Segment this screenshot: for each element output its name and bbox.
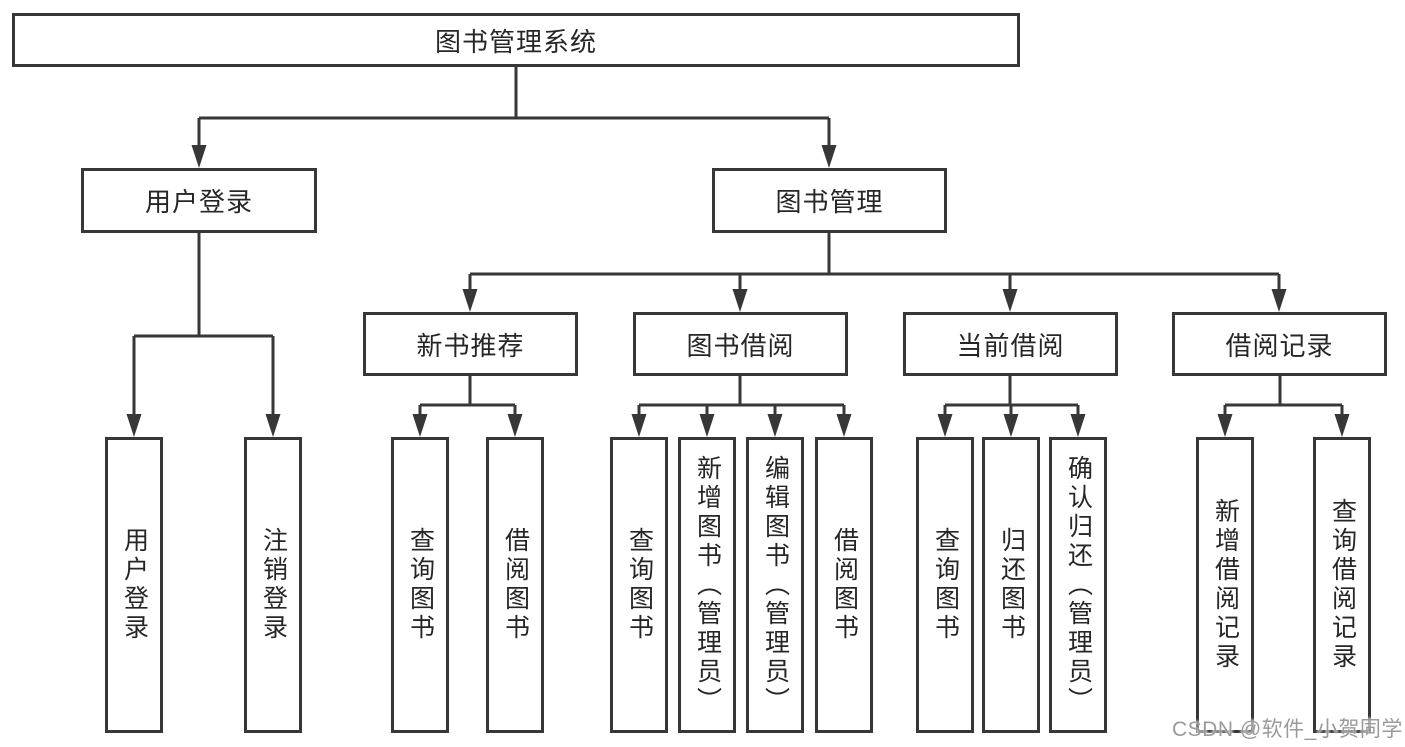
leaf-add-borrow-record: 新增借阅记录 bbox=[1196, 437, 1254, 733]
leaf-query-books-borrow: 查询图书 bbox=[610, 437, 668, 733]
leaf-query-books-newbook-label: 查询图书 bbox=[406, 527, 435, 643]
node-library-system-label: 图书管理系统 bbox=[434, 26, 597, 57]
leaf-borrow-books-newbook: 借阅图书 bbox=[486, 437, 544, 733]
leaf-query-borrow-record-label: 查询借阅记录 bbox=[1328, 498, 1357, 672]
leaf-borrow-books-newbook-label: 借阅图书 bbox=[501, 527, 530, 643]
node-current-borrow-label: 当前借阅 bbox=[956, 330, 1065, 361]
csdn-watermark: CSDN @软件_小贺同学 bbox=[1172, 718, 1403, 741]
leaf-query-books-current-label: 查询图书 bbox=[931, 527, 960, 643]
leaf-confirm-return-admin-label: 确认归还（管理员） bbox=[1064, 454, 1093, 716]
leaf-add-books-admin-label: 新增图书（管理员） bbox=[693, 454, 722, 716]
node-borrow-records-label: 借阅记录 bbox=[1225, 330, 1334, 361]
node-book-borrow-label: 图书借阅 bbox=[686, 330, 795, 361]
node-library-system: 图书管理系统 bbox=[12, 13, 1020, 67]
leaf-return-books-label: 归还图书 bbox=[997, 527, 1026, 643]
leaf-add-borrow-record-label: 新增借阅记录 bbox=[1211, 498, 1240, 672]
arrowheads bbox=[126, 145, 1350, 437]
leaf-user-login: 用户登录 bbox=[105, 437, 163, 733]
node-book-borrow: 图书借阅 bbox=[633, 312, 848, 376]
node-current-borrow: 当前借阅 bbox=[903, 312, 1118, 376]
node-book-management-label: 图书管理 bbox=[775, 187, 884, 217]
node-new-book-recommend: 新书推荐 bbox=[363, 312, 578, 376]
leaf-edit-books-admin-label: 编辑图书（管理员） bbox=[761, 454, 790, 716]
leaf-return-books: 归还图书 bbox=[982, 437, 1040, 733]
leaf-logout-login: 注销登录 bbox=[244, 437, 302, 733]
leaf-query-books-current: 查询图书 bbox=[916, 437, 974, 733]
node-user-login: 用户登录 bbox=[81, 168, 317, 233]
leaf-add-books-admin: 新增图书（管理员） bbox=[678, 437, 736, 733]
leaf-confirm-return-admin: 确认归还（管理员） bbox=[1049, 437, 1107, 733]
leaf-query-books-newbook: 查询图书 bbox=[391, 437, 449, 733]
node-new-book-recommend-label: 新书推荐 bbox=[416, 330, 525, 361]
leaf-query-books-borrow-label: 查询图书 bbox=[625, 527, 654, 643]
node-user-login-label: 用户登录 bbox=[144, 187, 253, 217]
leaf-edit-books-admin: 编辑图书（管理员） bbox=[746, 437, 804, 733]
leaf-borrow-books-borrow: 借阅图书 bbox=[815, 437, 873, 733]
leaf-user-login-label: 用户登录 bbox=[120, 527, 149, 643]
leaf-borrow-books-borrow-label: 借阅图书 bbox=[830, 527, 859, 643]
leaf-query-borrow-record: 查询借阅记录 bbox=[1313, 437, 1371, 733]
node-book-management: 图书管理 bbox=[712, 168, 947, 233]
leaf-logout-login-label: 注销登录 bbox=[259, 527, 288, 643]
node-borrow-records: 借阅记录 bbox=[1172, 312, 1387, 376]
